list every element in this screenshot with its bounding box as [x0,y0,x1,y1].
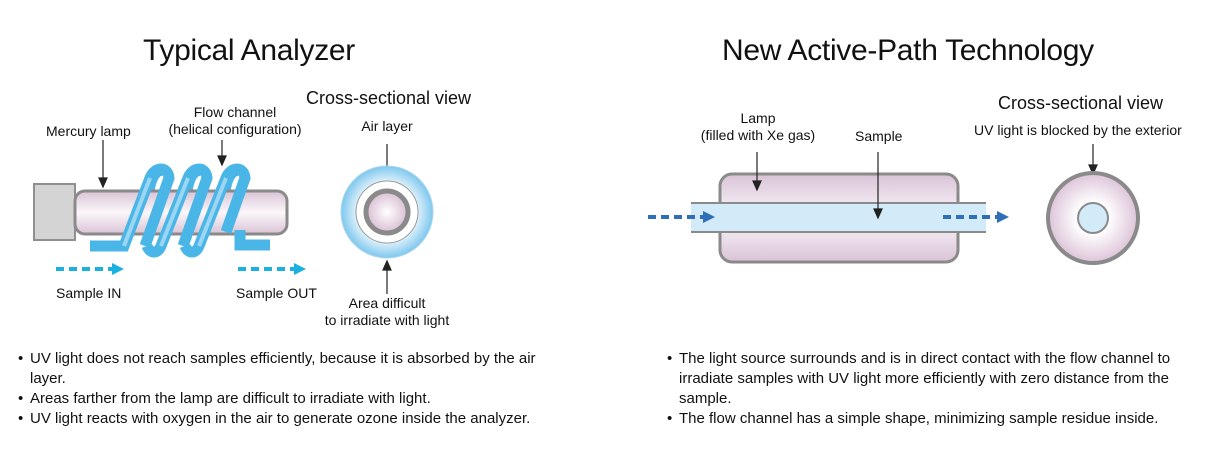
label-area-difficult-line2: to irradiate with light [324,312,450,328]
typical-analyzer-bullets: UV light does not reach samples efficien… [18,349,538,429]
cross-section-typical [340,165,434,259]
sample-flow-arrow-out [943,211,1009,223]
typical-analyzer-title: Typical Analyzer [143,34,355,67]
cross-section-active-path [1046,171,1140,265]
label-flow-channel-line1: Flow channel [193,104,277,120]
sample-flow-arrow-in [648,211,715,223]
lamp-base [33,183,76,241]
label-sample: Sample [855,128,903,144]
label-lamp: Lamp (filled with Xe gas) [692,110,824,144]
bullet-item: The light source surrounds and is in dir… [667,349,1187,409]
flow-channel-straight [691,202,986,233]
bullet-item: The flow channel has a simple shape, min… [667,409,1187,429]
cross-section-title-left: Cross-sectional view [306,88,472,108]
flow-channel-helix [90,163,270,258]
bullet-item: UV light does not reach samples efficien… [18,349,538,389]
label-lamp-line2: (filled with Xe gas) [700,127,816,143]
active-path-title: New Active-Path Technology [722,34,1094,67]
label-flow-channel-line2: (helical configuration) [168,121,302,137]
sample-in-arrow [56,263,124,275]
label-mercury-lamp: Mercury lamp [46,123,131,139]
label-air-layer: Air layer [361,118,413,134]
sample-out-arrow [238,263,306,275]
label-lamp-line1: Lamp [740,110,776,126]
active-path-bullets: The light source surrounds and is in dir… [667,349,1187,429]
pointer-arrows-right [752,144,1098,220]
label-flow-channel: Flow channel (helical configuration) [165,104,305,138]
label-sample-out: Sample OUT [236,285,317,301]
label-area-difficult: Area difficult to irradiate with light [317,295,457,329]
label-sample-in: Sample IN [56,285,122,301]
bullet-item: UV light reacts with oxygen in the air t… [18,409,538,429]
label-uv-blocked: UV light is blocked by the exterior [974,122,1182,138]
label-area-difficult-line1: Area difficult [348,295,426,311]
bullet-item: Areas farther from the lamp are difficul… [18,389,538,409]
cross-section-title-right: Cross-sectional view [998,93,1164,113]
